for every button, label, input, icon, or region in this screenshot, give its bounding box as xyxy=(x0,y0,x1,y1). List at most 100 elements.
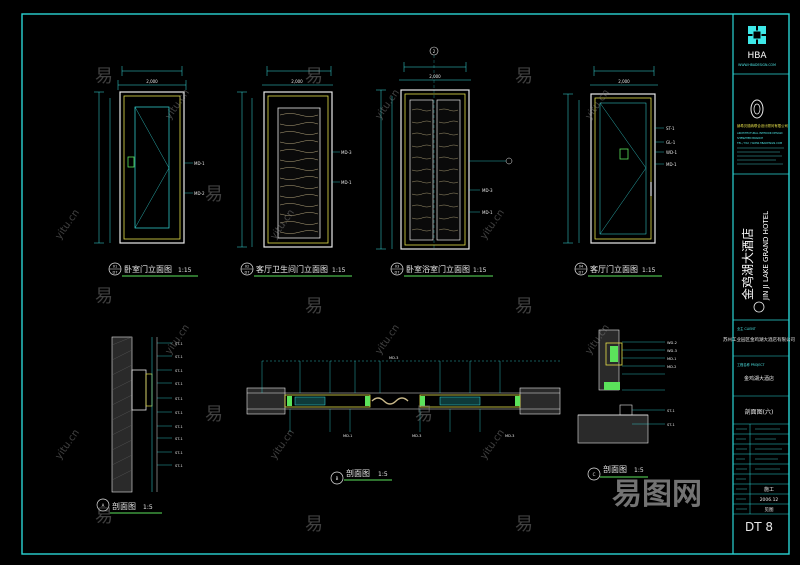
dimension-text: 2,000 xyxy=(291,79,303,84)
sheet-border xyxy=(21,13,790,555)
watermark: 易 xyxy=(305,66,323,87)
tag-label: MD-3 xyxy=(389,356,398,360)
watermark: yitu.cn xyxy=(163,323,192,357)
tag-label: ST-1 xyxy=(175,464,183,468)
watermark: 易 xyxy=(205,404,223,425)
watermark: yitu.cn xyxy=(268,428,297,462)
dimension-text: 2,000 xyxy=(618,79,630,84)
elevation-living-bathroom-door: MD-3 MD-1 2,000 xyxy=(237,66,352,248)
stage-value: 施工 xyxy=(764,486,774,493)
view-title: 卧室浴室门立面图 xyxy=(406,264,470,274)
tag-label: ST-1 xyxy=(666,126,675,131)
tag-label: ST-1 xyxy=(175,397,183,401)
view-title: 客厅门立面图 xyxy=(590,264,638,274)
elevation-bedroom-bath-door: 2 MD-3 MD-1 2,000 xyxy=(376,46,513,250)
tag-label: ST-1 xyxy=(175,411,183,415)
watermark: 易 xyxy=(205,184,223,205)
tag-label: WD-1 xyxy=(666,150,677,155)
wood-grain xyxy=(411,108,459,232)
tag-label: ST-1 xyxy=(667,409,675,413)
section-detail-left: ST-1 ST-1 ST-1 ST-1 ST-1 ST-1 ST-1 ST-1 … xyxy=(96,336,183,514)
watermark: yitu.cn xyxy=(163,88,192,122)
view-sheet: D7 xyxy=(244,271,249,275)
view-scale: 1:5 xyxy=(378,471,388,478)
view-title: 卧室门立面图 xyxy=(124,264,172,274)
watermark: 易 xyxy=(95,286,113,307)
view-number: 04 xyxy=(579,265,584,269)
tag-label: MD-3 xyxy=(505,434,514,438)
view-scale: 1:5 xyxy=(634,467,644,474)
firm-address-line: SHENZHEN BRANCH xyxy=(737,136,763,140)
view-sheet: D7 xyxy=(578,271,583,275)
view-scale: 1:15 xyxy=(332,267,346,274)
dimension-text: 2,000 xyxy=(146,79,158,84)
view-title: 客厅卫生间门立面图 xyxy=(256,264,328,274)
tag-label: ST-1 xyxy=(175,425,183,429)
tag-label: ST-1 xyxy=(667,423,675,427)
watermark: 易 xyxy=(515,296,533,317)
view-number: B xyxy=(336,476,339,481)
section-marker: 2 xyxy=(433,49,436,54)
client-value: 苏州工业园区金鸡湖大酒店有限公司 xyxy=(723,336,795,343)
watermark: yitu.cn xyxy=(478,428,507,462)
tag-label: MD-1 xyxy=(667,357,676,361)
tag-label: WD-3 xyxy=(667,349,677,353)
firm-address-line: TEL / FAX / WWW.HBADESIGN.COM xyxy=(737,141,782,145)
view-number: C xyxy=(593,472,596,477)
tag-label: MD-1 xyxy=(482,210,493,215)
view-title: 剖面图 xyxy=(112,501,136,511)
dimension-text: 2,000 xyxy=(429,74,441,79)
view-sheet: D7 xyxy=(112,271,117,275)
tag-label: MD-1 xyxy=(341,180,352,185)
tag-label: MD-2 xyxy=(667,365,676,369)
watermark: 易 xyxy=(305,514,323,535)
wood-grain xyxy=(279,113,319,234)
view-titles-row1: 01 D7 卧室门立面图 1:15 02 D7 客厅卫生间门立面图 1:15 0… xyxy=(108,262,662,277)
project-label: 工程名称 PROJECT xyxy=(737,362,765,367)
tag-label: GL-1 xyxy=(666,140,676,145)
watermark: 易 xyxy=(305,296,323,317)
elevation-living-room-door: ST-1 GL-1 WD-1 MD-1 2,000 xyxy=(563,66,677,244)
watermark: 易 xyxy=(415,404,433,425)
tag-label: MD-1 xyxy=(666,162,677,167)
firm-name: 赫希贝德纳联合设计顾问有限公司 xyxy=(737,123,788,128)
watermark-brand: 易图网 xyxy=(612,477,702,512)
watermark: 易 xyxy=(95,66,113,87)
watermark: yitu.cn xyxy=(373,323,402,357)
project-value: 金鸡湖大酒店 xyxy=(744,375,774,382)
tag-label: MD-1 xyxy=(343,434,352,438)
firm-address-line: ARCHITECTURAL INTERIOR DESIGN xyxy=(737,131,782,135)
view-number: 03 xyxy=(395,265,400,269)
section-detail-middle: MD-3 MD-1 MD-3 MD-3 B 剖面图 1:5 xyxy=(246,356,561,485)
tag-label: MD-1 xyxy=(194,161,205,166)
sheet-number: DT 8 xyxy=(745,520,773,534)
view-title-v3: 03 D7 卧室浴室门立面图 1:15 xyxy=(390,262,493,277)
view-scale: 1:15 xyxy=(473,267,487,274)
view-title: 剖面图 xyxy=(603,464,627,474)
tag-label: ST-1 xyxy=(175,369,183,373)
view-number: 01 xyxy=(113,265,118,269)
view-number: A xyxy=(102,503,105,508)
view-scale: 1:15 xyxy=(642,267,656,274)
tag-label: MD-3 xyxy=(412,434,421,438)
client-label: 业主 CLIENT xyxy=(737,326,756,331)
watermark: yitu.cn xyxy=(373,88,402,122)
view-scale: 1:15 xyxy=(178,267,192,274)
section-detail-right: WD-2 WD-3 MD-1 MD-2 ST-1 ST-1 C 剖面图 1:5 xyxy=(577,329,677,481)
tag-label: MD-3 xyxy=(341,150,352,155)
hba-logo xyxy=(748,26,766,44)
tag-label: ST-1 xyxy=(175,437,183,441)
tag-label: MD-2 xyxy=(194,191,205,196)
project-name-cn: 金鸡湖大酒店 xyxy=(740,228,755,300)
logo-text: HBA xyxy=(747,51,767,61)
tag-label: ST-1 xyxy=(175,355,183,359)
date-value: 2006.12 xyxy=(760,497,779,503)
tag-label: ST-1 xyxy=(175,382,183,386)
view-title: 剖面图 xyxy=(346,468,370,478)
tag-label: MD-3 xyxy=(482,188,493,193)
watermark: 易 xyxy=(515,514,533,535)
watermark: yitu.cn xyxy=(53,428,82,462)
watermark: yitu.cn xyxy=(53,208,82,242)
